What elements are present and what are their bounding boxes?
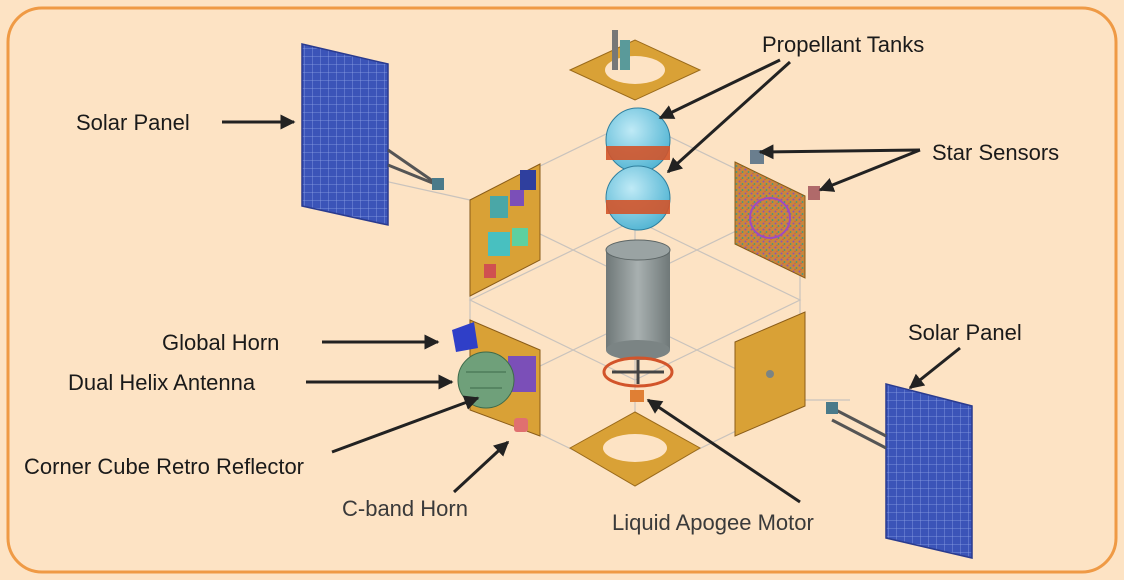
label-c-band-horn: C-band Horn bbox=[342, 496, 468, 521]
equipment-panel-lower-right bbox=[734, 311, 806, 437]
label-global-horn: Global Horn bbox=[162, 330, 279, 355]
callout-arrows bbox=[222, 58, 961, 504]
label-corner-cube: Corner Cube Retro Reflector bbox=[24, 454, 304, 479]
label-propellant-tanks: Propellant Tanks bbox=[762, 32, 924, 57]
label-liquid-apogee-motor: Liquid Apogee Motor bbox=[612, 510, 814, 535]
propellant-tank-lower bbox=[605, 165, 671, 231]
central-cylinder bbox=[605, 239, 671, 360]
label-star-sensors: Star Sensors bbox=[932, 140, 1059, 165]
propellant-tank-upper bbox=[605, 107, 671, 173]
top-deck-plate bbox=[568, 30, 702, 101]
antenna-panel-lower-left bbox=[452, 319, 541, 437]
bottom-deck-plate bbox=[568, 411, 702, 487]
solar-panel-left bbox=[301, 43, 444, 226]
solar-panel-right bbox=[826, 383, 973, 559]
equipment-panel-upper-left bbox=[469, 163, 541, 297]
diagram-frame bbox=[6, 6, 1118, 574]
label-dual-helix-antenna: Dual Helix Antenna bbox=[68, 370, 256, 395]
apogee-motor-ring bbox=[602, 356, 674, 402]
label-solar-panel-right: Solar Panel bbox=[908, 320, 1022, 345]
label-solar-panel-left: Solar Panel bbox=[76, 110, 190, 135]
